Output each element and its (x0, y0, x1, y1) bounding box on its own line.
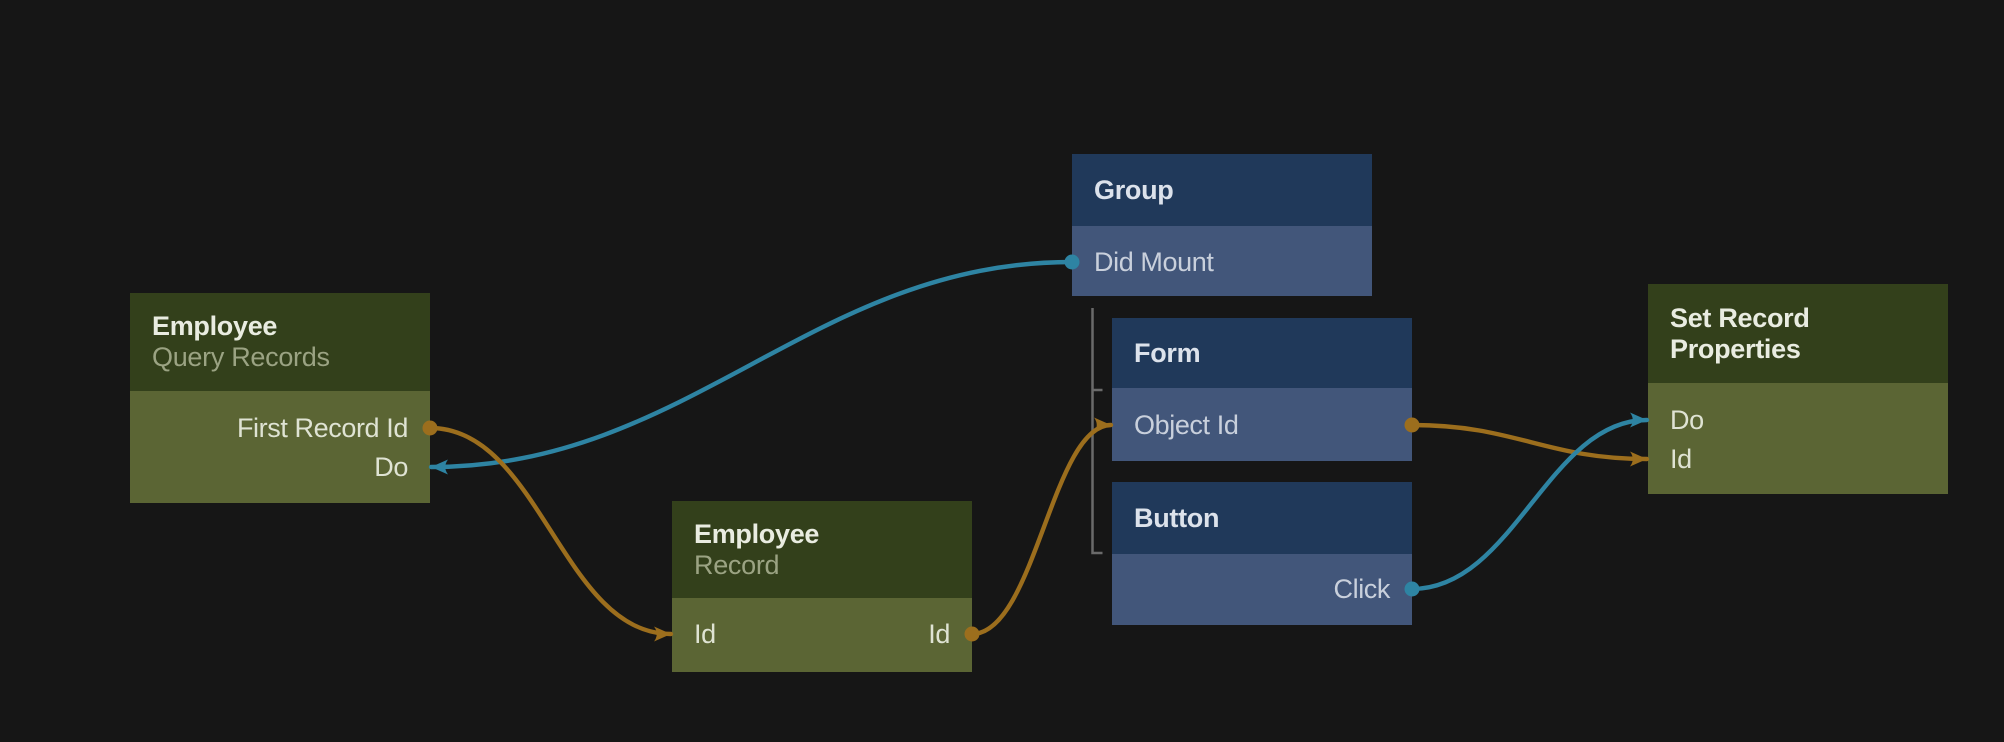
wire-button-click-to-set-record-do[interactable] (1409, 412, 1650, 592)
hierarchy-connection-group (1091, 308, 1103, 555)
wire-first-record-id-to-record-id[interactable] (427, 425, 674, 642)
port-button-click[interactable]: Click (1333, 574, 1391, 604)
node-body: Did Mount (1072, 226, 1372, 296)
wire-group-did-mount-to-query-records-do[interactable] (428, 259, 1075, 475)
node-header[interactable]: Button (1112, 482, 1412, 554)
node-subtitle: Record (694, 549, 780, 580)
port-employee-query-records-do[interactable]: Do (374, 452, 408, 482)
node-title: Group (1094, 174, 1174, 205)
node-body: First Record Id Do (130, 391, 430, 503)
port-employee-record-id[interactable]: Id (694, 619, 716, 649)
port-employee-record-id[interactable]: Id (928, 619, 950, 649)
node-header[interactable]: Form (1112, 318, 1412, 388)
node-title: Form (1134, 337, 1201, 368)
node-title: Set Record (1670, 302, 1810, 333)
port-group-did-mount[interactable]: Did Mount (1094, 247, 1214, 277)
node-header[interactable]: Group (1072, 154, 1372, 226)
node-title: Employee (152, 311, 278, 341)
port-set-record-properties-id[interactable]: Id (1670, 444, 1692, 474)
node-body: Object Id (1112, 388, 1412, 461)
node-subtitle: Query Records (152, 342, 330, 372)
port-employee-query-records-first-record-id[interactable]: First Record Id (236, 413, 408, 443)
node-title: Properties (1670, 333, 1801, 364)
wire-record-id-to-form-object-id[interactable] (969, 417, 1114, 637)
node-title: Button (1134, 502, 1220, 533)
node-title: Employee (694, 518, 820, 549)
port-form-object-id[interactable]: Object Id (1134, 410, 1239, 440)
node-body: Click (1112, 554, 1412, 625)
wire-form-object-id-to-set-record-id[interactable] (1409, 422, 1650, 467)
port-set-record-properties-do[interactable]: Do (1670, 405, 1704, 435)
node-body: Id Id (672, 598, 972, 672)
